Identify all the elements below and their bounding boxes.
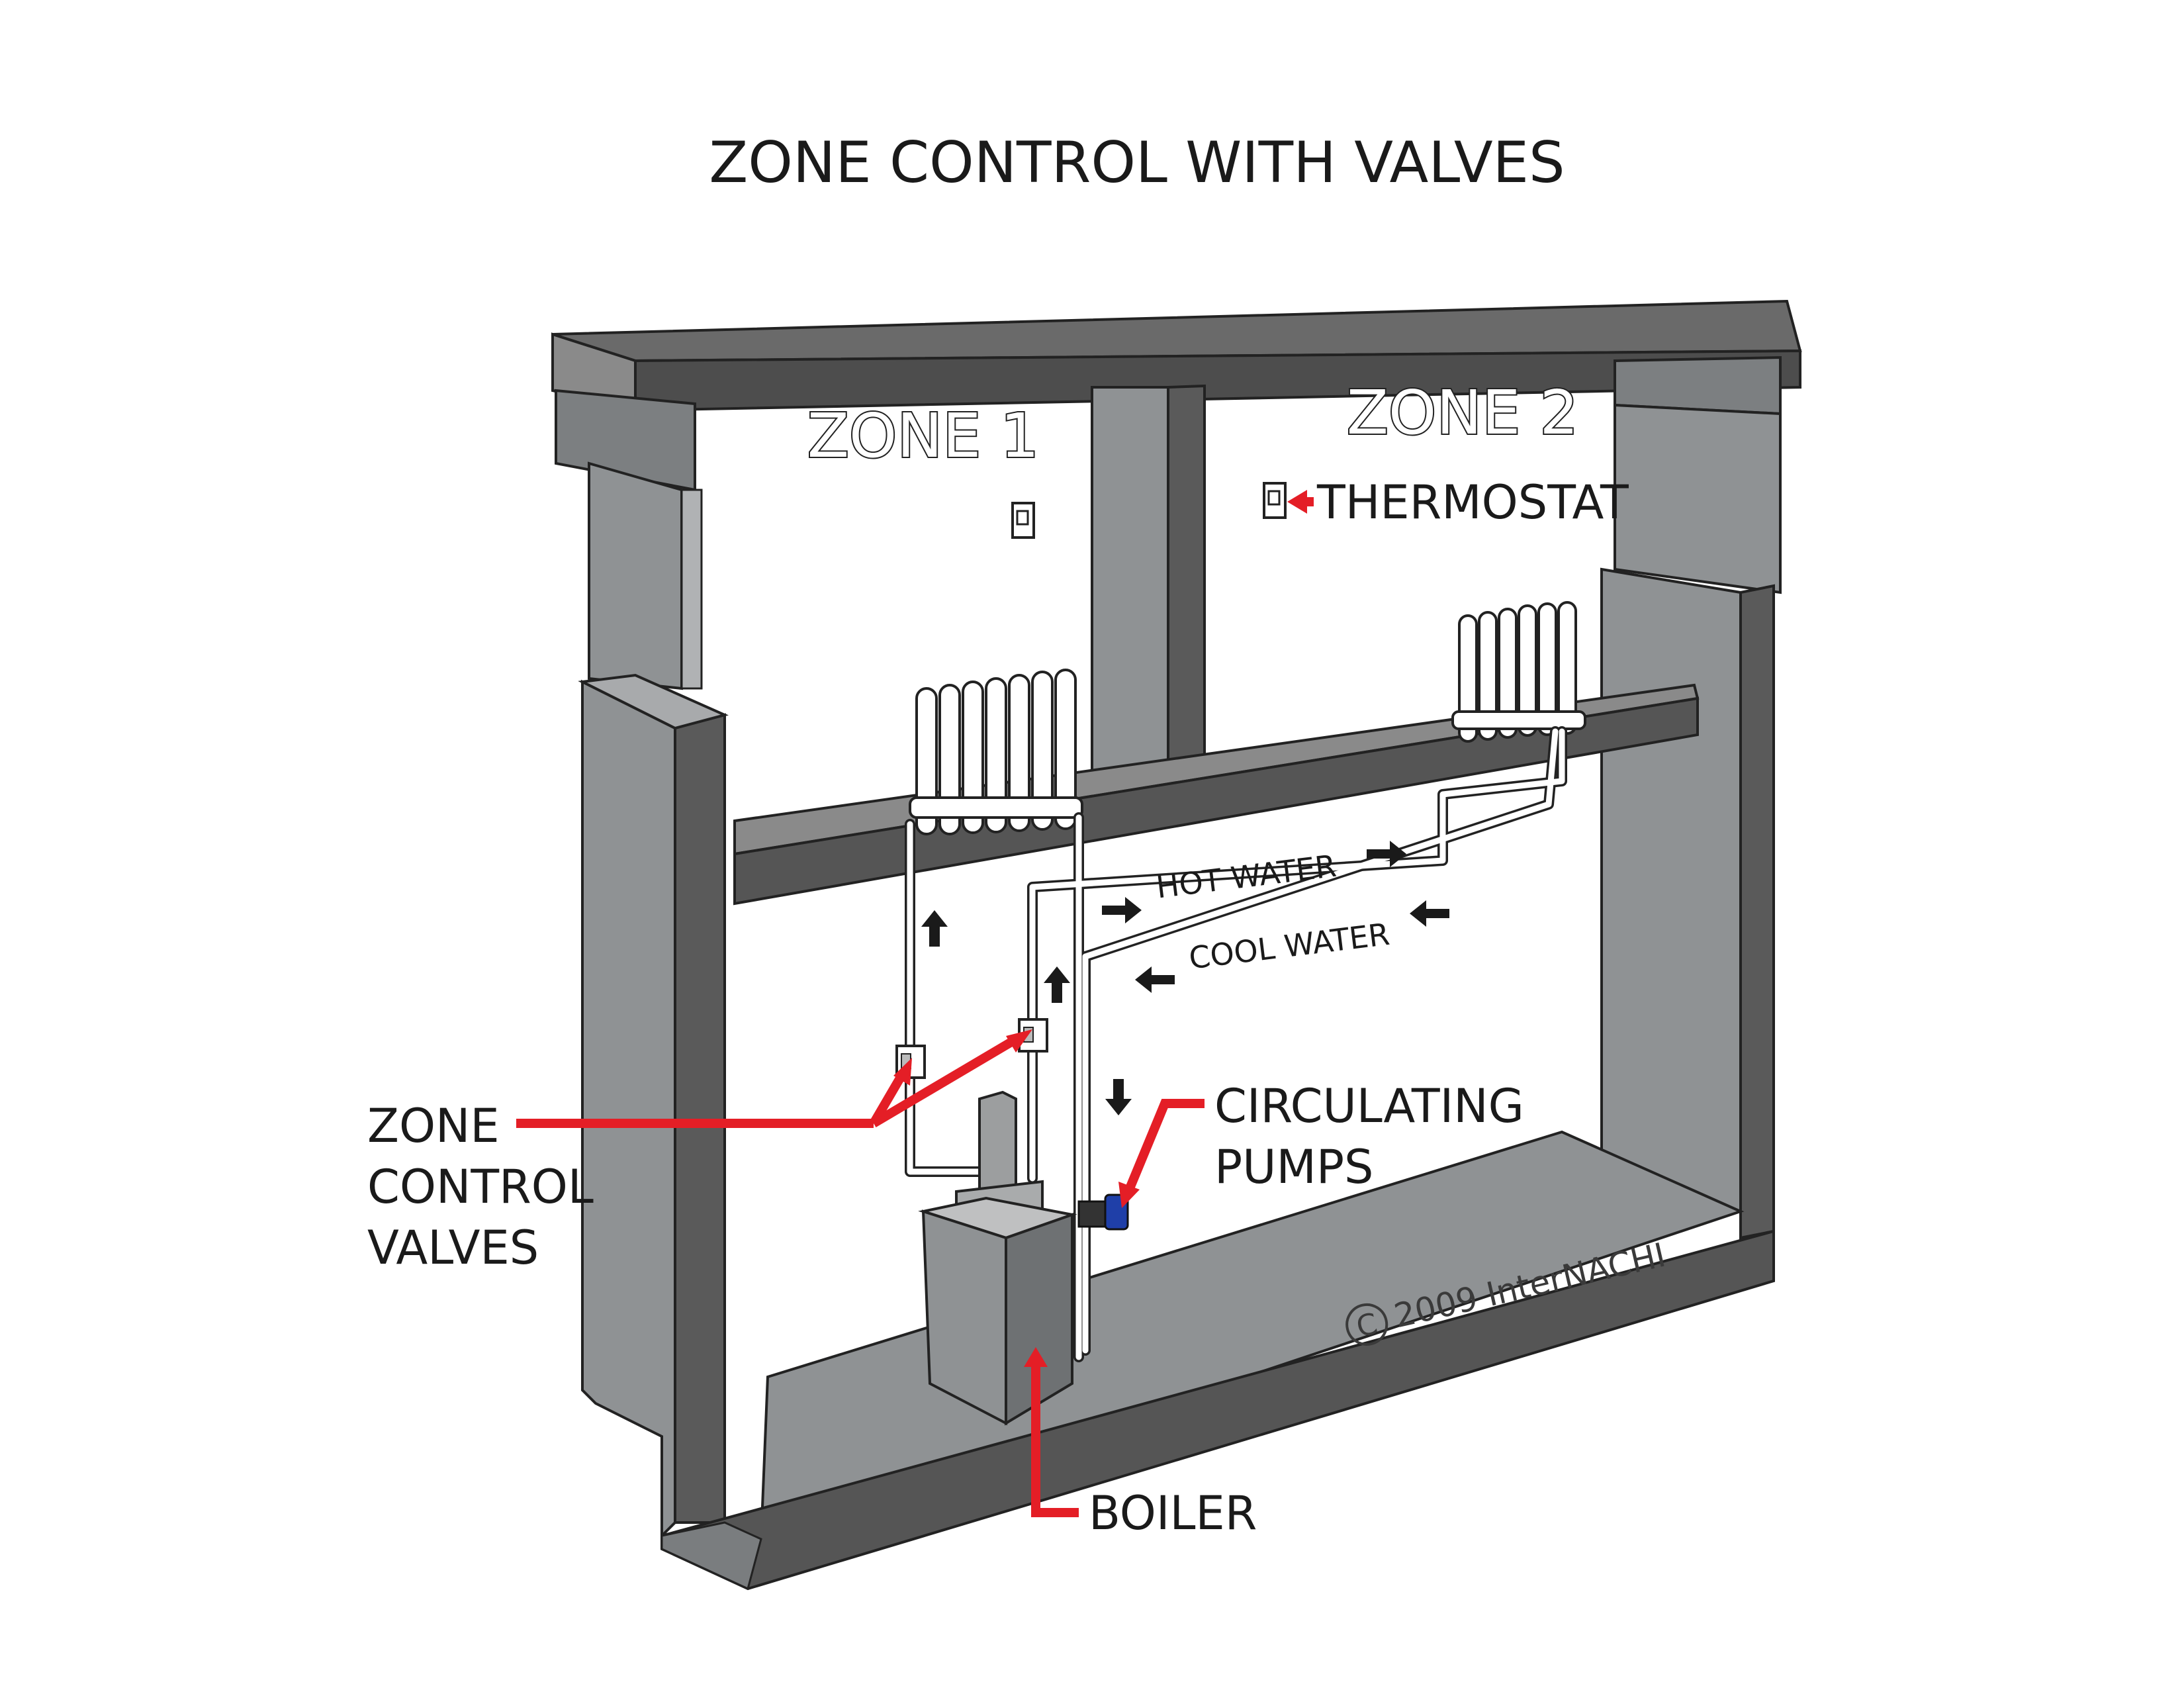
pumps-leader-head [1118, 1182, 1140, 1208]
thermostat-label: THERMOSTAT [1316, 475, 1629, 530]
circulating-pumps-line-2: PUMPS [1214, 1140, 1374, 1194]
zone-valves-leader-branch-2 [871, 1035, 1019, 1128]
hot-water-label: HOT WATER [1154, 848, 1338, 906]
zone-valves-leader-branch-1 [869, 1070, 908, 1126]
thermostat-zone-1 [1011, 502, 1035, 539]
basement-floor-rim [660, 1521, 762, 1591]
zone-control-valves-label: ZONE CONTROL VALVES [367, 1099, 608, 1275]
floor-slab-front [733, 696, 1699, 906]
pumps-leader [1124, 1099, 1205, 1194]
basement-floor-top [759, 1130, 1745, 1541]
leader-lines [516, 490, 1314, 1517]
zone-control-valves-line-3: VALVES [367, 1221, 539, 1275]
right-wall-front [1739, 584, 1775, 1240]
circulating-pumps-label: CIRCULATING PUMPS [1214, 1079, 1539, 1194]
left-upper-column [588, 461, 683, 690]
zone-control-valves-line-1: ZONE [367, 1099, 500, 1153]
center-column-light [1091, 386, 1169, 793]
flow-arrow-right-2 [1367, 841, 1406, 867]
thermostat-leader-head [1287, 490, 1307, 514]
flow-arrow-down [1105, 1079, 1132, 1115]
thermostat-zone-2 [1263, 482, 1287, 519]
center-column-dark [1167, 384, 1206, 790]
radiator-zone-2 [1451, 601, 1586, 743]
circulating-pumps-line-1: CIRCULATING [1214, 1079, 1524, 1133]
radiator-zone-1 [909, 669, 1083, 835]
zone-2-label: ZONE 2 [1347, 377, 1578, 448]
zone-valves-arrowhead-2 [1006, 1029, 1032, 1053]
flow-arrow-left-1 [1410, 900, 1449, 927]
zone-control-valves-line-2: CONTROL [367, 1160, 594, 1214]
right-upper-column [1614, 403, 1782, 594]
flow-arrow-right-1 [1102, 897, 1142, 923]
boiler-label: BOILER [1089, 1486, 1257, 1540]
right-wall-inner [1600, 567, 1742, 1213]
flow-arrows [921, 841, 1449, 1115]
copyright-icon [1345, 1303, 1388, 1346]
left-upper-column-side [680, 489, 703, 690]
left-wall-top [578, 673, 729, 730]
cool-water-label: COOL WATER [1187, 916, 1392, 976]
flow-arrow-up-1 [921, 910, 948, 947]
boiler-leader-head [1024, 1347, 1048, 1367]
flow-arrow-left-2 [1135, 966, 1175, 993]
zone-valves-arrowhead-1 [893, 1058, 912, 1086]
boiler [918, 1090, 1077, 1426]
left-wall-front [581, 679, 676, 1539]
diagram-title: ZONE CONTROL WITH VALVES [709, 130, 1565, 196]
zone-1-label: ZONE 1 [807, 400, 1039, 471]
boiler-leader [1031, 1364, 1079, 1517]
flow-arrow-up-2 [1044, 966, 1070, 1003]
